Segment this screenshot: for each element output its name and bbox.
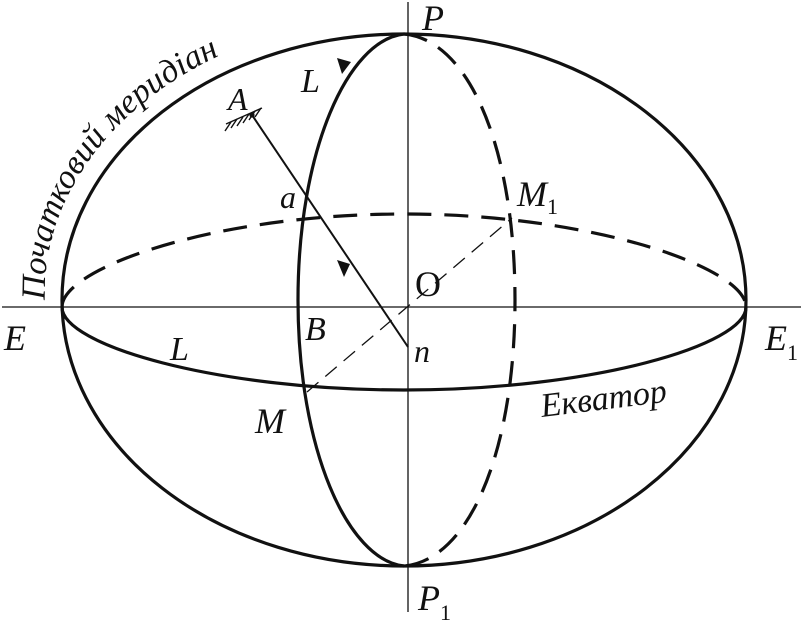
- label-a-lower: a: [280, 179, 296, 215]
- meridian-m1: [403, 32, 517, 568]
- arrow-marker-upper-icon: [337, 58, 351, 74]
- line-m-m1: [306, 217, 513, 393]
- equator-back: [60, 212, 748, 308]
- point-a-marker: [249, 112, 255, 118]
- outer-ellipsoid: [60, 32, 748, 568]
- label-b: B: [305, 311, 326, 348]
- ground-hatch-icon: [224, 107, 263, 132]
- label-l-meridian: L: [300, 63, 320, 100]
- label-e: E: [3, 318, 26, 358]
- equator-front: [60, 306, 748, 392]
- arrow-marker-lower-icon: [337, 260, 350, 277]
- label-m1: M1: [516, 174, 558, 219]
- label-o: O: [415, 264, 441, 304]
- label-p: P: [421, 0, 444, 38]
- label-p1: P1: [417, 578, 451, 623]
- label-l-equator: L: [169, 331, 189, 368]
- meridian-l: [296, 32, 405, 568]
- label-e1: E1: [764, 318, 798, 365]
- label-a-upper: A: [226, 81, 248, 117]
- label-m: M: [254, 401, 287, 441]
- label-n: n: [414, 333, 430, 369]
- line-a-n: [251, 114, 409, 348]
